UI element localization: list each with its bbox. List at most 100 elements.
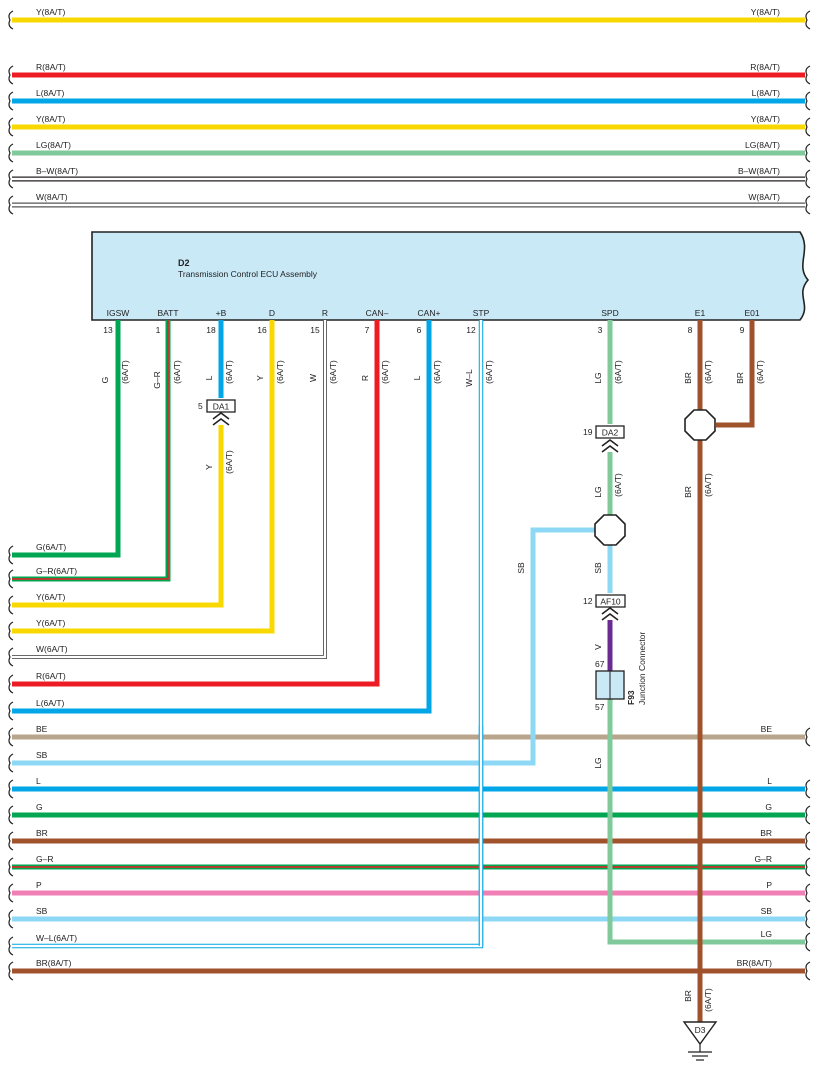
ecu-pin-label: +B	[216, 308, 227, 318]
left-wire-label: Y(6A/T)	[36, 618, 65, 628]
wire-can-minus	[12, 320, 380, 687]
label-da1-note: (6A/T)	[224, 450, 234, 474]
vertical-overlays	[478, 699, 703, 1022]
bottom-wire-left-label: SB	[36, 750, 48, 760]
top-wire-right-break-icon	[805, 117, 811, 137]
top-wire-left-label: R(8A/T)	[36, 62, 66, 72]
ecu-pin-number: 12	[466, 325, 476, 335]
bottom-wire-left-break-icon	[8, 857, 14, 877]
ecu-pin-number: 8	[688, 325, 693, 335]
top-wire-left-label: W(8A/T)	[36, 192, 68, 202]
left-wire-label: R(6A/T)	[36, 671, 66, 681]
da1-chevron-icon	[212, 412, 230, 426]
left-wire-label: W(6A/T)	[36, 644, 68, 654]
label-e1-lower-wire: BR	[683, 486, 693, 498]
bottom-wire-right-label: LG	[761, 929, 772, 939]
label-spd-wire: LG	[593, 372, 603, 383]
top-wire-left-label: Y(8A/T)	[36, 7, 65, 17]
ecu-pin-number: 16	[257, 325, 267, 335]
bottom-wire-right-break-icon	[805, 909, 811, 929]
ecu-pin-number: 15	[310, 325, 320, 335]
da2-box	[595, 425, 625, 439]
ecu-name: Transmission Control ECU Assembly	[178, 269, 318, 279]
splice-e1-icon	[684, 409, 716, 441]
bottom-wire-left-break-icon	[8, 909, 14, 929]
bottom-wire-left-label: W–L(6A/T)	[36, 933, 77, 943]
bottom-wire-right-label: G	[765, 802, 772, 812]
da2-pin: 19	[583, 427, 593, 437]
ecu-body	[91, 231, 810, 321]
wire-sb-branch	[12, 527, 598, 766]
top-wire-left-label: L(8A/T)	[36, 88, 65, 98]
bottom-wire-left-label: BR	[36, 828, 48, 838]
label-batt-note: (6A/T)	[172, 360, 182, 384]
wire-batt-inner	[12, 320, 169, 580]
splice-spd-icon	[594, 514, 626, 546]
top-wire-left-label: Y(8A/T)	[36, 114, 65, 124]
top-wire-left-break-icon	[8, 195, 14, 215]
top-wire-right-label: Y(8A/T)	[751, 7, 780, 17]
label-d-wire: Y	[255, 375, 265, 381]
bottom-wire-right-label: BE	[761, 724, 773, 734]
label-canm-wire: R	[360, 375, 370, 381]
left-wire-break-icon	[8, 545, 14, 565]
label-canp-wire: L	[412, 375, 422, 380]
af10-chevron-icon	[601, 607, 619, 621]
bottom-wire-left-break-icon	[8, 727, 14, 747]
top-wire-left-break-icon	[8, 117, 14, 137]
bottom-wire-left-label: G–R	[36, 854, 53, 864]
ecu-pin-label: E1	[695, 308, 706, 318]
left-wire-break-icon	[8, 701, 14, 721]
junction-f93: 67 57 F93 Junction Connector	[595, 632, 647, 712]
da2-chevron-icon	[601, 439, 619, 453]
da2-name: DA2	[602, 428, 619, 438]
bottom-wire-right-label: P	[766, 880, 772, 890]
left-wire-break-icon	[8, 647, 14, 667]
wire-e01	[716, 320, 755, 428]
left-wire-break-icon	[8, 674, 14, 694]
bottom-wire-right-label: L	[767, 776, 772, 786]
top-wire-right-label: L(8A/T)	[752, 88, 781, 98]
top-wire-right-label: LG(8A/T)	[745, 140, 780, 150]
ground-d3: D3	[682, 1021, 718, 1061]
bottom-wire-right-label: G–R	[755, 854, 772, 864]
top-wire-right-break-icon	[805, 195, 811, 215]
left-wire-break-icon	[8, 569, 14, 589]
label-da1-wire: Y	[204, 464, 214, 470]
label-canp-note: (6A/T)	[432, 360, 442, 384]
top-wire-right-break-icon	[805, 91, 811, 111]
bottom-wire-left-break-icon	[8, 831, 14, 851]
wire-can-plus	[12, 320, 432, 714]
label-d-note: (6A/T)	[275, 360, 285, 384]
bottom-wire-left-break-icon	[8, 936, 14, 956]
label-plusb-note: (6A/T)	[224, 360, 234, 384]
top-wire-left-label: B–W(8A/T)	[36, 166, 78, 176]
label-canm-note: (6A/T)	[380, 360, 390, 384]
bottom-wire-right-break-icon	[805, 883, 811, 903]
label-igsw-note: (6A/T)	[120, 360, 130, 384]
top-wire-bundle: Y(8A/T)Y(8A/T)R(8A/T)R(8A/T)L(8A/T)L(8A/…	[8, 7, 811, 215]
top-wire-right-label: Y(8A/T)	[751, 114, 780, 124]
label-ground-wire: BR	[683, 990, 693, 1002]
label-af10-wire: V	[593, 644, 603, 650]
connector-da1: 5 DA1	[198, 399, 236, 426]
wire-d	[12, 320, 275, 634]
bottom-wire-left-break-icon	[8, 779, 14, 799]
junction-name: Junction Connector	[637, 632, 647, 705]
ecu-code: D2	[178, 258, 190, 268]
bottom-wire-right-break-icon	[805, 961, 811, 981]
left-wire-label: Y(6A/T)	[36, 592, 65, 602]
label-da2-wire: LG	[593, 486, 603, 497]
af10-name: AF10	[600, 597, 621, 607]
ecu-pin-label: IGSW	[107, 308, 130, 318]
label-batt-wire: G–R	[152, 371, 162, 388]
label-plusb-wire: L	[204, 375, 214, 380]
ecu-pin-label: BATT	[157, 308, 178, 318]
bottom-wire-left-label: L	[36, 776, 41, 786]
label-e01-wire: BR	[735, 372, 745, 384]
label-junction-wire: LG	[593, 757, 603, 768]
bottom-wire-right-break-icon	[805, 727, 811, 747]
ecu-pin-label: R	[322, 308, 328, 318]
top-wire-left-break-icon	[8, 143, 14, 163]
